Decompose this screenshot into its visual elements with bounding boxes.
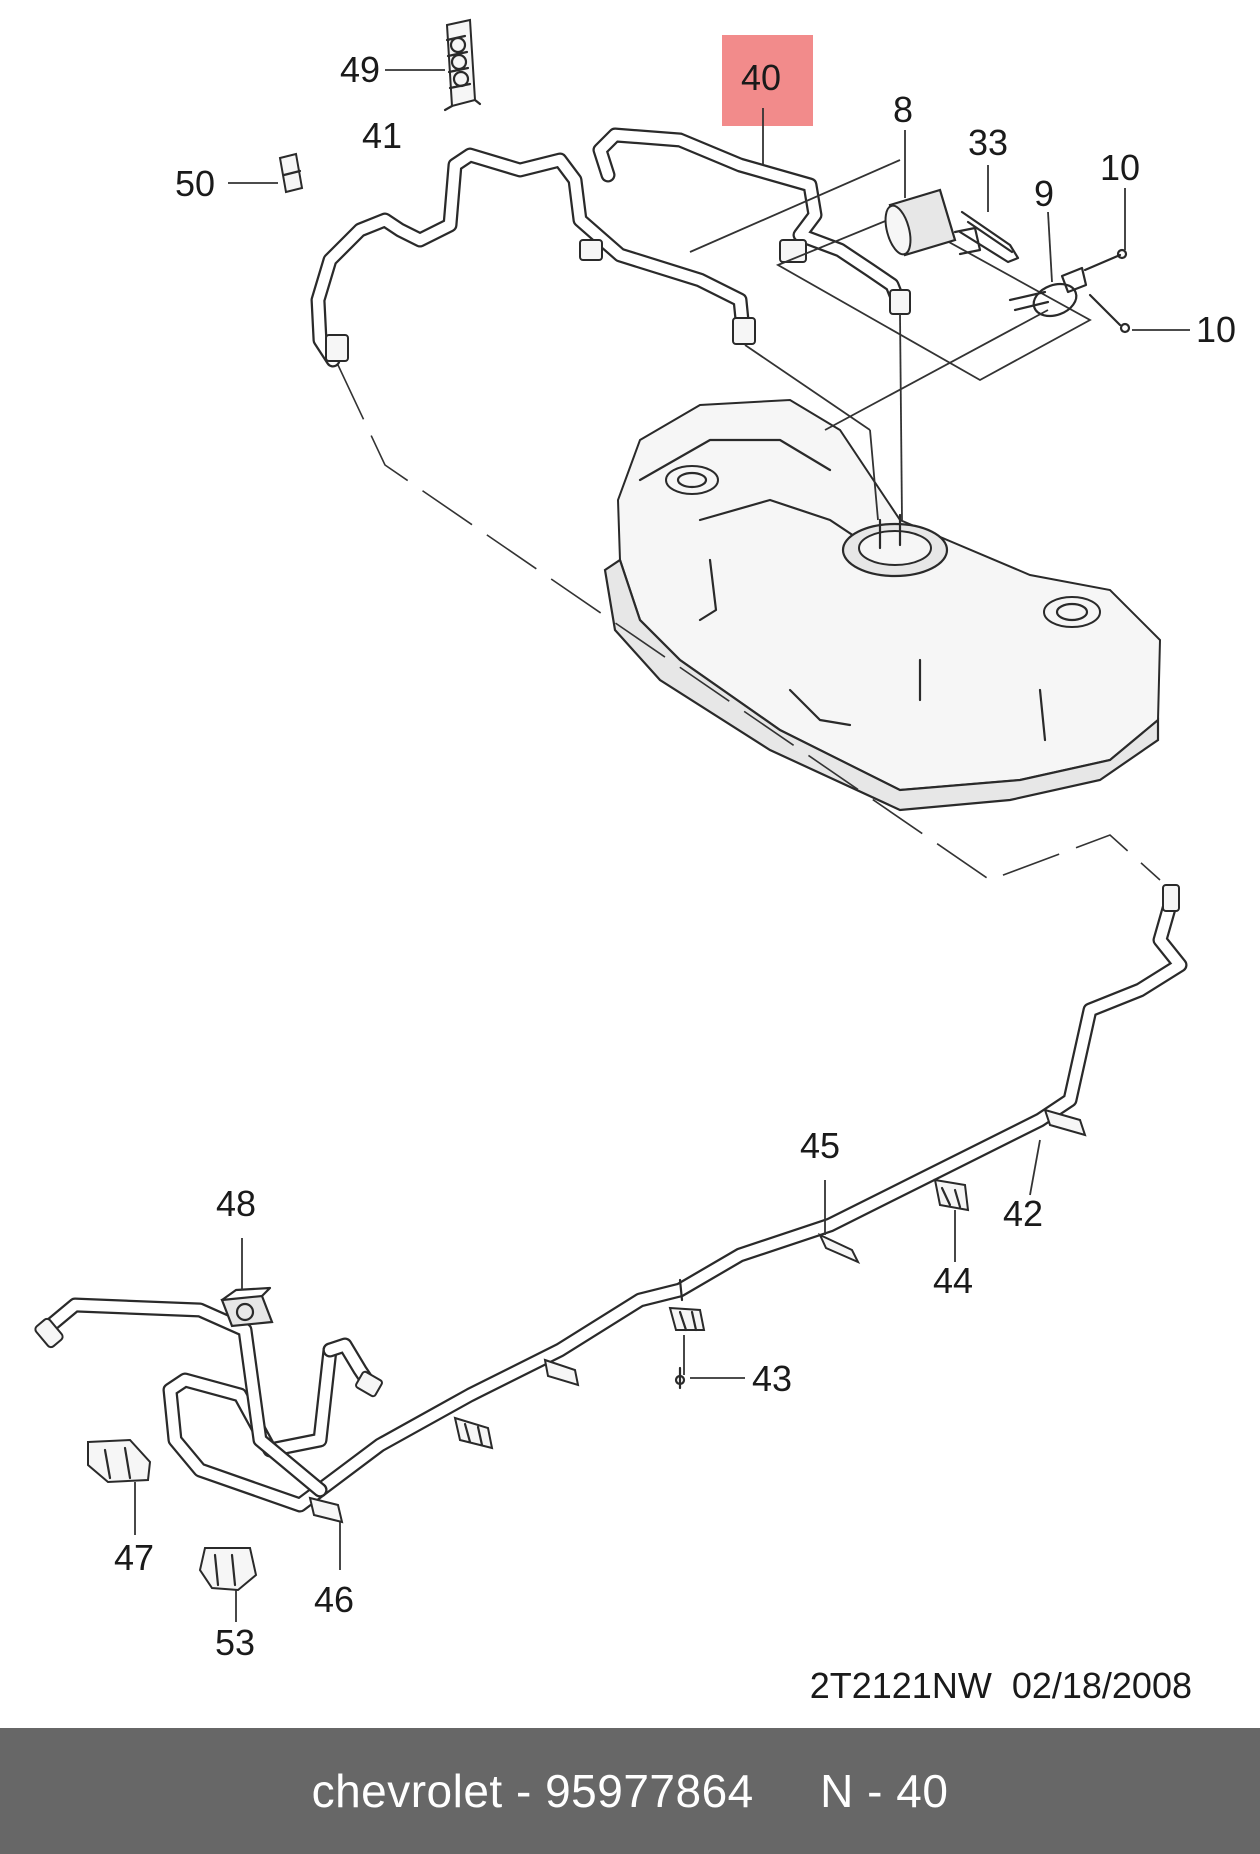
callout-10-top: 10 [1100,147,1140,188]
callout-41: 41 [362,115,402,156]
callout-48: 48 [216,1183,256,1224]
clip-49 [443,18,482,112]
callout-9: 9 [1034,173,1054,214]
callout-42: 42 [1003,1193,1043,1234]
highlight-box-40 [722,35,813,126]
clip-48 [220,1286,274,1328]
screw-10b [1088,293,1131,334]
clip-mid-a [543,1358,580,1387]
bolt-43 [674,1366,686,1390]
callout-53: 53 [215,1622,255,1663]
callout-43: 43 [752,1358,792,1399]
callout-10-right: 10 [1196,309,1236,350]
callout-50: 50 [175,163,215,204]
clip-43 [668,1278,706,1332]
callout-46: 46 [314,1579,354,1620]
clamp-9 [1008,266,1088,318]
clip-45 [817,1232,861,1265]
drawing-code: 2T2121NW 02/18/2008 [809,1665,1192,1706]
clip-47 [87,1438,152,1484]
tube-42 [312,884,1188,1498]
fuel-tank [603,398,1162,812]
clip-mid-b [453,1416,494,1450]
tube-41 [310,147,756,368]
callout-40: 40 [741,57,781,98]
callout-33: 33 [968,122,1008,163]
clip-42a [1043,1108,1087,1137]
callout-47: 47 [114,1537,154,1578]
clip-44 [933,1178,970,1212]
bracket-33 [958,210,1020,264]
tube-loop-left [34,1297,383,1513]
screw-10a [1083,248,1128,272]
callout-8: 8 [893,89,913,130]
clip-53 [198,1547,258,1592]
fuel-filter-8 [884,188,982,257]
fuel-system-diagram: 49 50 41 40 8 33 9 10 10 45 48 42 44 43 … [34,18,1236,1663]
callout-49: 49 [340,49,380,90]
callout-45: 45 [800,1125,840,1166]
clip-50 [278,152,304,194]
footer-bar: chevrolet - 95977864 N - 40 [0,1728,1260,1854]
callout-44: 44 [933,1260,973,1301]
footer-text: chevrolet - 95977864 N - 40 [311,1765,949,1817]
clip-46 [308,1496,344,1524]
